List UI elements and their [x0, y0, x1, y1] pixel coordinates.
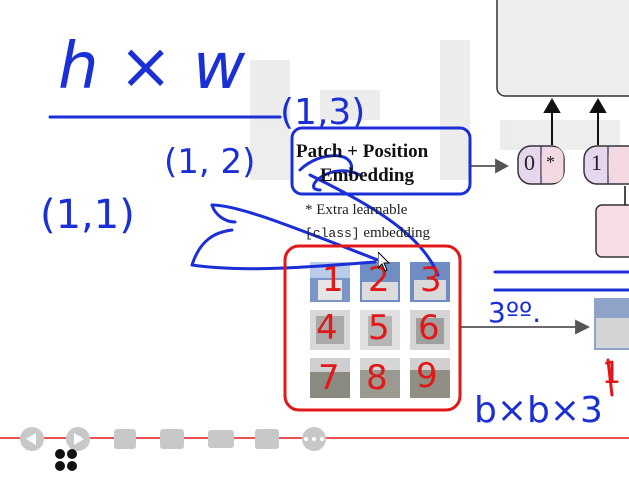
- transformer-encoder-box: [496, 0, 629, 97]
- diagram-title-line2: Embedding: [320, 165, 414, 186]
- token-star-label: *: [546, 152, 555, 172]
- patch-number-1: 1: [322, 260, 344, 300]
- mouse-cursor-icon: [377, 250, 392, 276]
- coord-13-annotation: (1,3): [280, 92, 366, 133]
- video-toolbar: [20, 427, 326, 451]
- up-arrows: [543, 98, 607, 145]
- arrow-one-annotation: 1: [602, 356, 622, 391]
- watermark: [250, 40, 620, 180]
- patch-token-1: [583, 145, 629, 185]
- blue-ink-annotations: [48, 115, 629, 292]
- camera-icon[interactable]: [208, 430, 234, 448]
- toolbar-glyphs: [26, 433, 324, 445]
- patch-number-7: 7: [318, 358, 340, 398]
- class-tag: [class]: [305, 226, 360, 241]
- patch-grid: [310, 262, 450, 398]
- class-token: [517, 145, 565, 185]
- patch-number-9: 9: [416, 356, 438, 396]
- class-embedding-note: [class] embedding: [305, 223, 430, 242]
- pen-icon[interactable]: [114, 429, 136, 449]
- size-annotation: b×b×3: [474, 390, 603, 431]
- app-logo-icon: [55, 449, 77, 471]
- patch-number-3: 3: [420, 260, 442, 300]
- diagram-title-line1: Patch + Position: [296, 141, 429, 162]
- patch-number-5: 5: [368, 308, 390, 348]
- coord-11-annotation: (1,1): [40, 192, 135, 238]
- patch-number-4: 4: [316, 308, 338, 348]
- patch-number-8: 8: [366, 358, 388, 398]
- extra-learnable-note: * Extra learnable: [305, 202, 408, 218]
- hxw-annotation: h × w: [58, 30, 246, 104]
- embedding-arrow: [470, 158, 509, 174]
- comment-icon[interactable]: [255, 429, 279, 449]
- dims-annotation: 3ºº.: [488, 296, 542, 329]
- coord-12-annotation: (1, 2): [164, 142, 256, 182]
- screenshot-icon[interactable]: [160, 429, 184, 449]
- token-one-label: 1: [591, 150, 602, 175]
- token-zero-label: 0: [524, 150, 535, 175]
- patch-number-6: 6: [418, 308, 440, 348]
- linear-projection-box: [595, 204, 629, 258]
- flatten-arrow: [460, 319, 591, 335]
- embedding-word: embedding: [359, 225, 431, 241]
